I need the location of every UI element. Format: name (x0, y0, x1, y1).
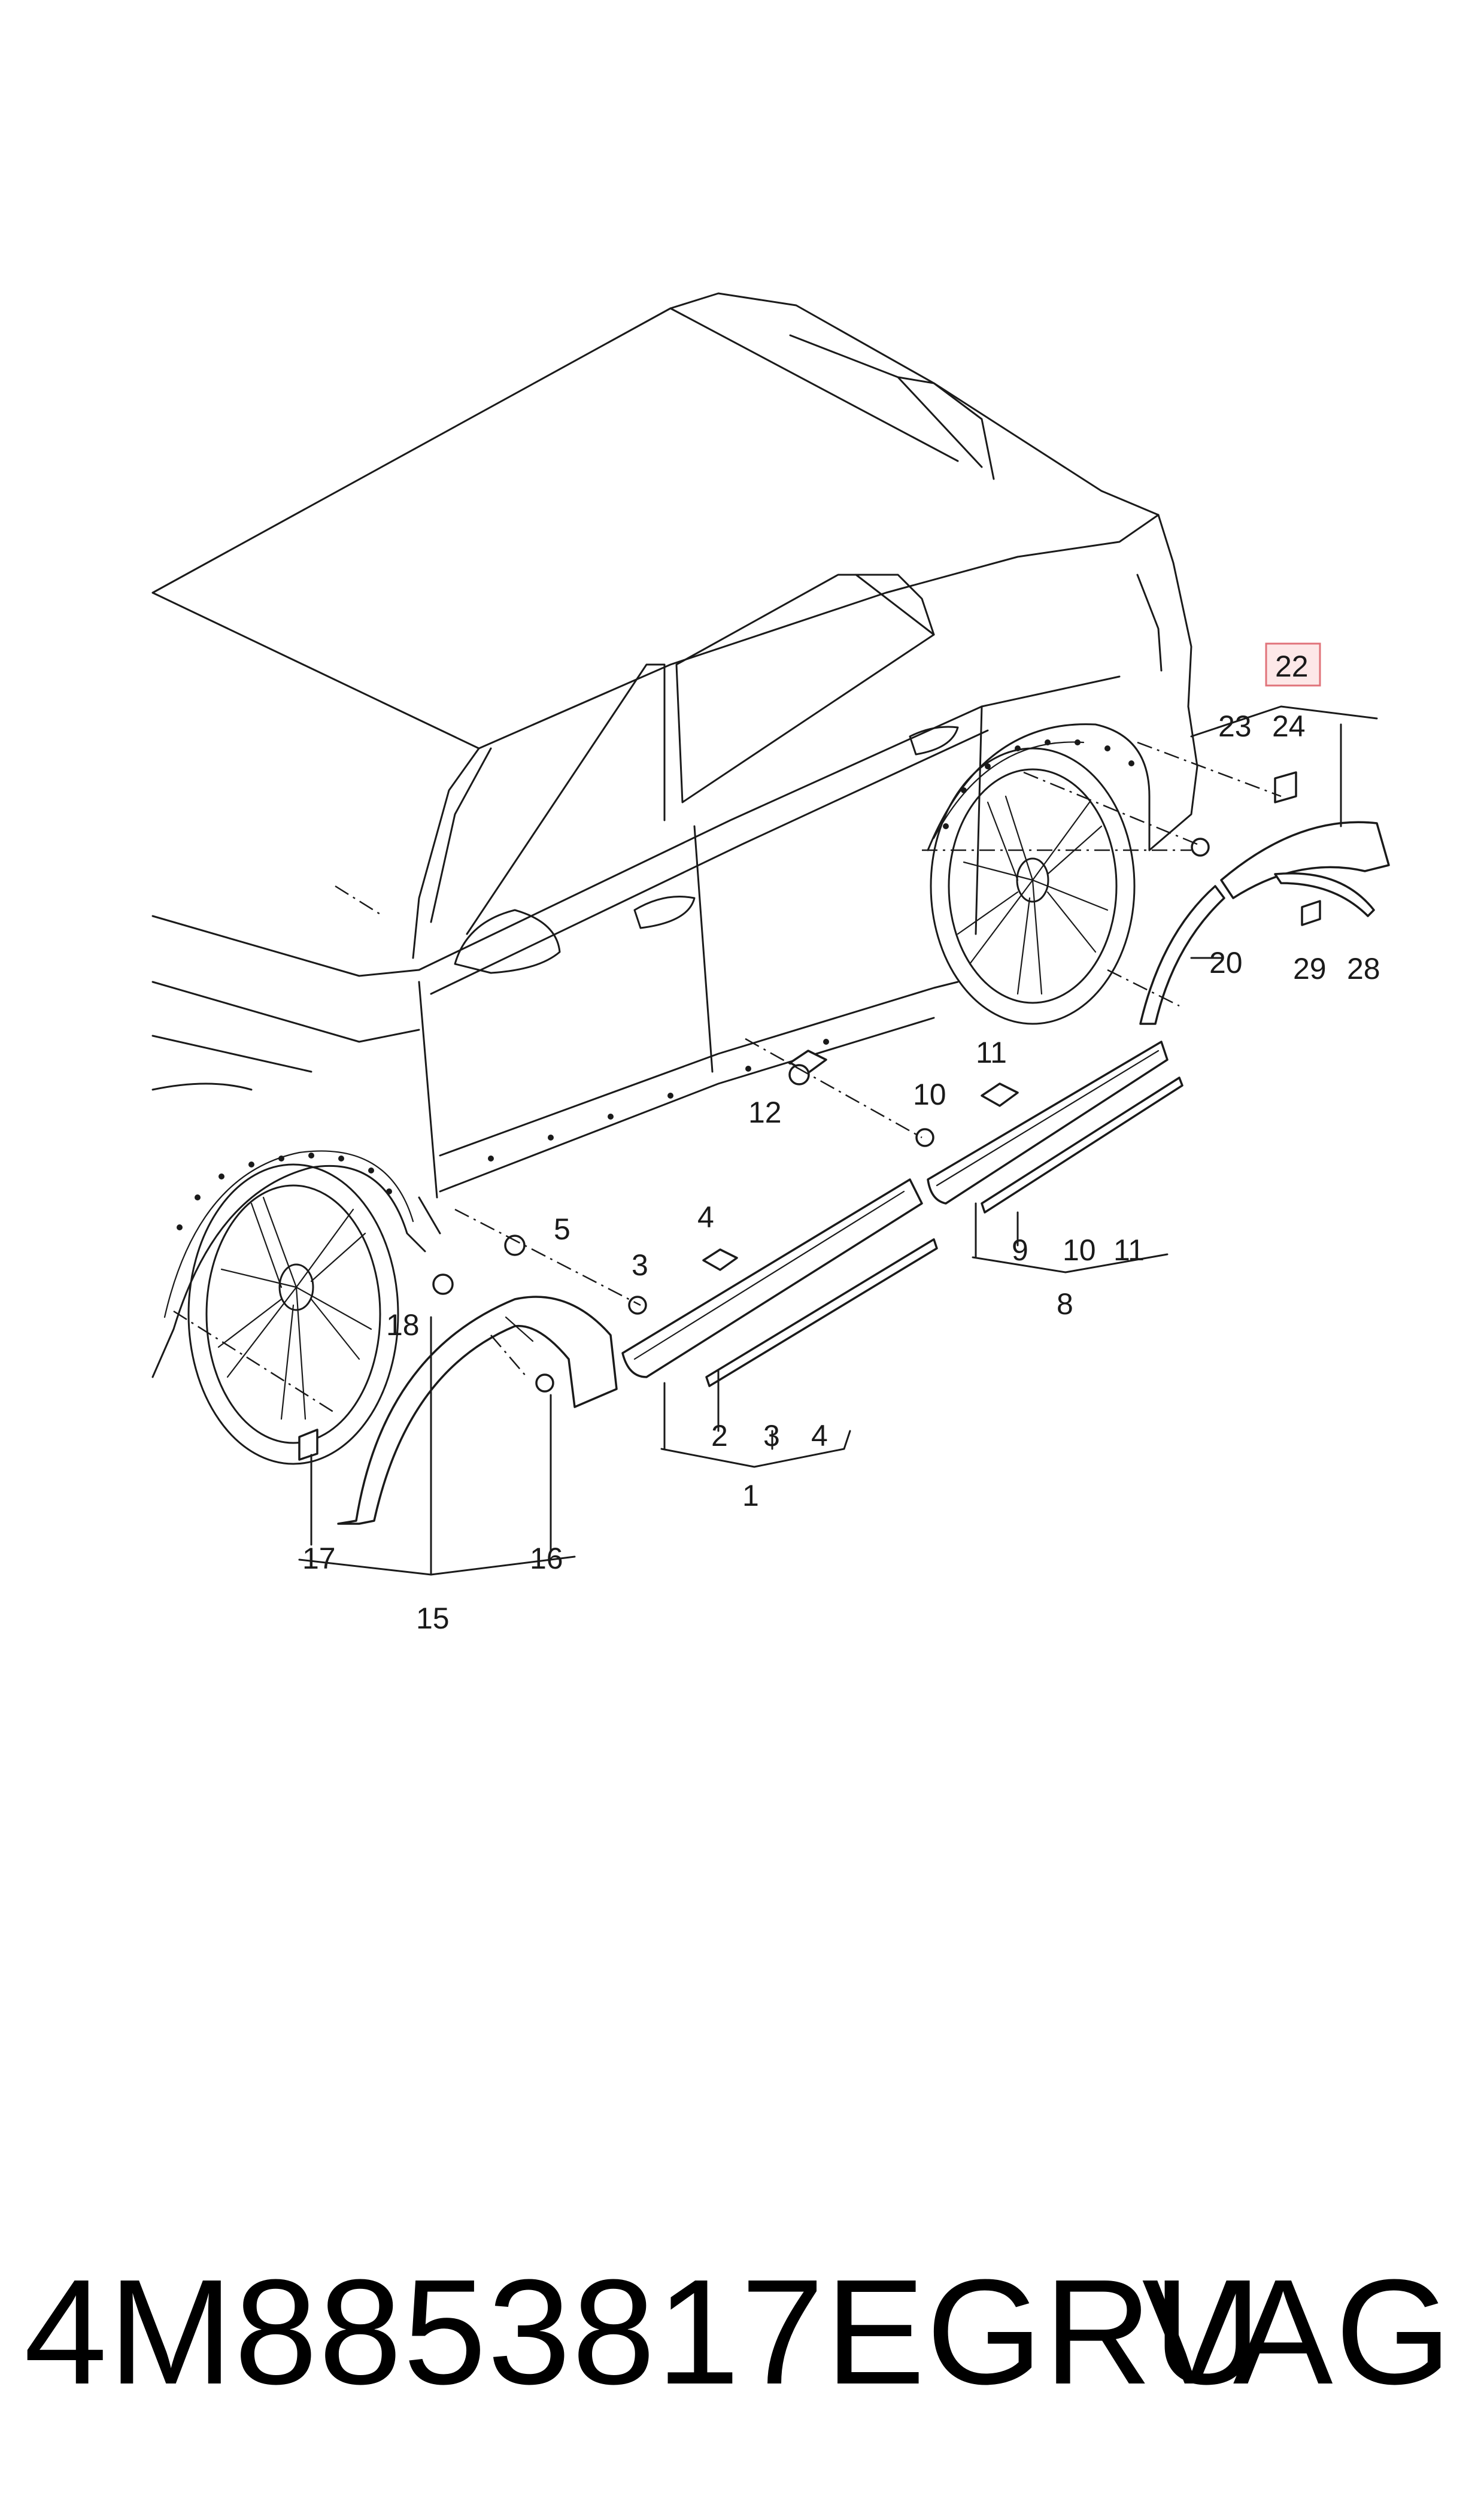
callout-20: 20 (1209, 946, 1243, 980)
rear-sill-strip (981, 1076, 1183, 1214)
brand-label: VAG (1142, 2248, 1454, 2415)
callout-28: 28 (1347, 952, 1380, 985)
callout-4a: 4 (697, 1200, 714, 1234)
callout-23: 23 (1218, 709, 1252, 743)
front-sill-trim (621, 1178, 923, 1378)
callout-3b: 3 (763, 1419, 780, 1452)
callout-highlight-box (1265, 642, 1321, 687)
arch-clip-dots (177, 739, 1134, 1230)
callout-9: 9 (1012, 1233, 1028, 1267)
fasteners (298, 771, 1321, 1461)
callout-10b: 10 (1063, 1233, 1096, 1267)
callout-11a: 11 (976, 1036, 1007, 1069)
callout-3a: 3 (632, 1248, 648, 1282)
callout-4b: 4 (811, 1419, 828, 1452)
front-wheel (187, 1163, 399, 1465)
front-sill-strip (705, 1238, 938, 1387)
callout-12: 12 (748, 1096, 782, 1129)
callout-labels: 22 23 24 20 29 28 11 10 12 5 4 3 9 10 11… (302, 650, 1380, 1635)
rear-arch-extension (1220, 821, 1390, 899)
callout-16: 16 (530, 1542, 563, 1575)
callout-1: 1 (742, 1479, 759, 1512)
callout-10a: 10 (913, 1078, 946, 1111)
part-number-label: 4M8853817EGRU (24, 2248, 1263, 2415)
rear-sill-trim (927, 1041, 1169, 1205)
callout-15: 15 (416, 1602, 450, 1635)
callout-29: 29 (1293, 952, 1327, 985)
front-wheel-arch-trim (337, 1296, 618, 1525)
car-body-outline (151, 292, 1198, 1378)
callout-5: 5 (554, 1212, 570, 1246)
leader-lines (298, 705, 1378, 1576)
callout-18: 18 (386, 1308, 420, 1342)
callout-24: 24 (1272, 709, 1306, 743)
callout-2: 2 (711, 1419, 728, 1452)
callout-22: 22 (1275, 650, 1309, 683)
callout-17: 17 (302, 1542, 336, 1575)
callout-11b: 11 (1113, 1233, 1145, 1267)
rear-arch-bracket (1274, 872, 1375, 917)
rear-wheel-arch-trim (1139, 885, 1225, 1025)
callout-8: 8 (1057, 1287, 1073, 1321)
assembly-lines (173, 741, 1282, 1414)
